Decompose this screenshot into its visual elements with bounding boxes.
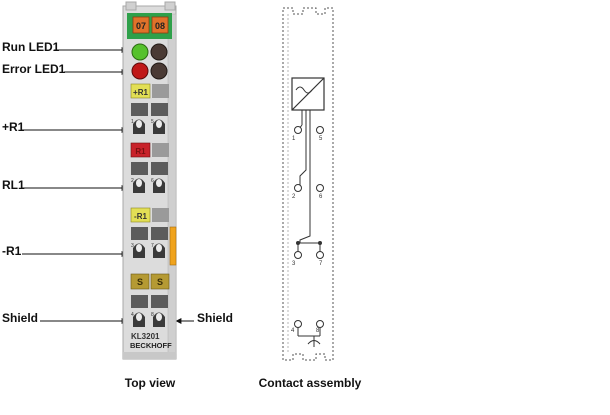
- svg-text:7: 7: [151, 243, 154, 249]
- svg-text:6: 6: [319, 194, 323, 200]
- svg-text:5: 5: [151, 119, 154, 125]
- svg-text:S: S: [137, 277, 143, 287]
- tab-07-text: 07: [136, 21, 146, 31]
- rl1-plate-text: R1: [135, 147, 146, 156]
- contact-assembly-caption: Contact assembly: [258, 376, 362, 390]
- svg-text:3: 3: [292, 261, 296, 267]
- ground-icon: [297, 328, 321, 347]
- svg-text:2: 2: [292, 194, 296, 200]
- led-slot-top-right: [150, 43, 168, 61]
- model-text: KL3201: [131, 332, 160, 341]
- brand-text: BECKHOFF: [130, 341, 172, 350]
- svg-text:4: 4: [291, 328, 295, 334]
- svg-text:5: 5: [319, 136, 323, 142]
- svg-text:3: 3: [131, 243, 134, 249]
- svg-text:2: 2: [131, 178, 134, 184]
- svg-text:S: S: [157, 277, 163, 287]
- svg-text:4: 4: [131, 312, 134, 318]
- top-view-caption: Top view: [124, 376, 176, 390]
- terminal-pair-1-5: 1 5: [131, 103, 168, 134]
- run-led-label: Run LED1: [2, 40, 60, 54]
- shield-left-label: Shield: [2, 311, 39, 325]
- tab-07: [132, 16, 150, 34]
- terminal-pair-4-8: 4 8: [131, 295, 168, 327]
- svg-text:8: 8: [151, 312, 154, 318]
- shield-plate-right: [150, 273, 170, 290]
- error-led-light: [131, 62, 149, 80]
- svg-text:8: 8: [316, 328, 320, 334]
- rl1-label: RL1: [2, 178, 25, 192]
- plus-r1-label: +R1: [2, 120, 25, 134]
- contact-outline: [282, 7, 334, 361]
- svg-text:6: 6: [151, 178, 154, 184]
- tab-08-text: 08: [155, 21, 165, 31]
- rl1-plate: [130, 142, 151, 158]
- minus-r1-label: -R1: [2, 244, 22, 258]
- plus-r1-plate-text: +R1: [133, 88, 148, 97]
- plus-r1-plate: [130, 83, 151, 99]
- led-slot-bottom-right: [150, 62, 168, 80]
- svg-text:1: 1: [131, 119, 134, 125]
- terminal-pair-2-6: 2 6: [131, 162, 168, 193]
- shield-right-label: Shield: [197, 311, 234, 325]
- terminal-pair-3-7: 3 7: [131, 227, 168, 258]
- minus-r1-plate: [130, 207, 151, 223]
- run-led-light: [131, 43, 149, 61]
- svg-text:1: 1: [292, 136, 296, 142]
- error-led-label: Error LED1: [2, 62, 66, 76]
- tab-08: [151, 16, 169, 34]
- svg-text:7: 7: [319, 261, 323, 267]
- shield-plate-left: [130, 273, 150, 290]
- side-latch: [169, 226, 177, 266]
- minus-r1-plate-text: -R1: [134, 212, 147, 221]
